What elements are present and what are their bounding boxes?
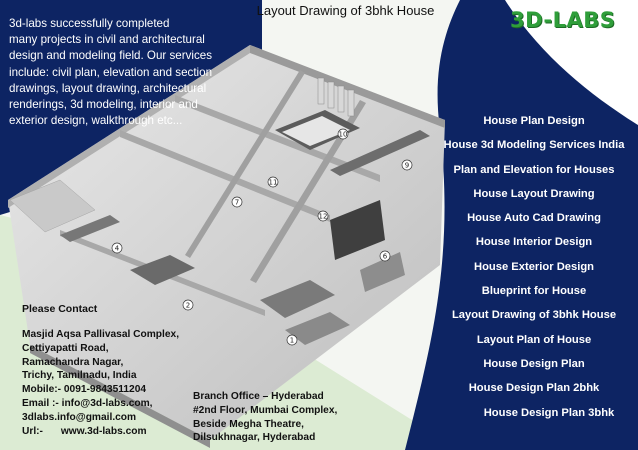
room-marker-6: 6 bbox=[379, 250, 391, 262]
service-item: Layout Plan of House bbox=[476, 333, 592, 346]
service-item: House Exterior Design bbox=[474, 260, 594, 273]
room-number: 1 bbox=[290, 337, 294, 345]
room-marker-9: 9 bbox=[401, 159, 413, 171]
service-item: House Interior Design bbox=[475, 236, 593, 249]
intro-line: drawings, layout drawing, architectural bbox=[9, 81, 207, 95]
branch-line: Beside Megha Theatre, bbox=[193, 418, 304, 430]
address-line: Ramachandra Nagar, bbox=[22, 356, 124, 368]
branch-line: #2nd Floor, Mumbai Complex, bbox=[193, 404, 338, 416]
service-item: House Design Plan bbox=[483, 357, 585, 370]
mobile-line: Mobile:- 0091-9843511204 bbox=[22, 384, 147, 396]
room-marker-12: 12 bbox=[317, 210, 329, 222]
logo-area bbox=[460, 0, 638, 125]
navy-panel-right bbox=[405, 0, 638, 450]
service-item: House Design Plan 3bhk bbox=[483, 406, 615, 419]
brand-logo: 3D-LABS bbox=[510, 8, 616, 32]
room-number: 4 bbox=[115, 245, 120, 253]
email-line-2: 3dlabs.info@gmail.com bbox=[22, 411, 137, 423]
url-label: Url:- bbox=[22, 425, 43, 437]
room-number: 11 bbox=[269, 179, 278, 187]
intro-line: exterior design, walkthrough etc... bbox=[9, 114, 183, 128]
service-item: Plan and Elevation for Houses bbox=[453, 163, 615, 176]
service-item: House Layout Drawing bbox=[473, 187, 595, 200]
room-marker-1: 1 bbox=[286, 334, 298, 346]
intro-line: many projects in civil and architectural bbox=[9, 33, 205, 47]
room-number: 10 bbox=[339, 131, 348, 139]
floor-plan bbox=[8, 45, 445, 448]
service-item: Blueprint for House bbox=[481, 285, 587, 298]
service-item: House Design Plan 2bhk bbox=[468, 382, 600, 395]
email-line: Email :- info@3d-labs.com, bbox=[22, 397, 153, 409]
branch-office-address: Branch Office – Hyderabad #2nd Floor, Mu… bbox=[193, 390, 363, 445]
services-list: House Plan Design House 3d Modeling Serv… bbox=[430, 113, 638, 429]
intro-line: include: civil plan, elevation and secti… bbox=[9, 65, 213, 79]
intro-line: renderings, 3d modeling, interior and bbox=[9, 98, 198, 112]
navy-panel-left bbox=[0, 0, 262, 215]
head-office-address: Masjid Aqsa Pallivasal Complex, Cettiyap… bbox=[22, 328, 197, 438]
address-line: Cettiyapatti Road, bbox=[22, 342, 109, 354]
room-marker-4: 4 bbox=[111, 242, 123, 254]
contact-heading: Please Contact bbox=[22, 303, 98, 315]
branch-line: Branch Office – Hyderabad bbox=[193, 391, 324, 402]
room-number: 2 bbox=[186, 302, 190, 310]
intro-text: 3d-labs successfully completed many proj… bbox=[9, 16, 244, 129]
service-item: Layout Drawing of 3bhk House bbox=[451, 309, 617, 322]
branch-line: Dilsukhnagar, Hyderabad bbox=[193, 432, 316, 444]
website-link[interactable]: www.3d-labs.com bbox=[60, 425, 147, 437]
room-number: 12 bbox=[319, 213, 328, 221]
room-marker-7: 7 bbox=[231, 196, 243, 208]
room-marker-11: 11 bbox=[267, 176, 279, 188]
page-title: Layout Drawing of 3bhk House bbox=[256, 3, 435, 18]
address-line: Masjid Aqsa Pallivasal Complex, bbox=[22, 329, 180, 340]
intro-line: design and modeling field. Our services bbox=[9, 49, 212, 63]
service-item: House Plan Design bbox=[483, 115, 585, 127]
room-marker-10: 10 bbox=[337, 128, 349, 140]
address-line: Trichy, Tamilnadu, India bbox=[22, 370, 137, 382]
service-item: House 3d Modeling Services India bbox=[443, 139, 625, 152]
url-line: Url:- www.3d-labs.com bbox=[22, 425, 197, 439]
room-number: 7 bbox=[235, 199, 239, 207]
intro-line: 3d-labs successfully completed bbox=[9, 17, 170, 30]
service-item: House Auto Cad Drawing bbox=[467, 212, 601, 225]
room-marker-2: 2 bbox=[182, 299, 194, 311]
room-number: 9 bbox=[405, 162, 409, 170]
room-number: 6 bbox=[383, 253, 388, 261]
